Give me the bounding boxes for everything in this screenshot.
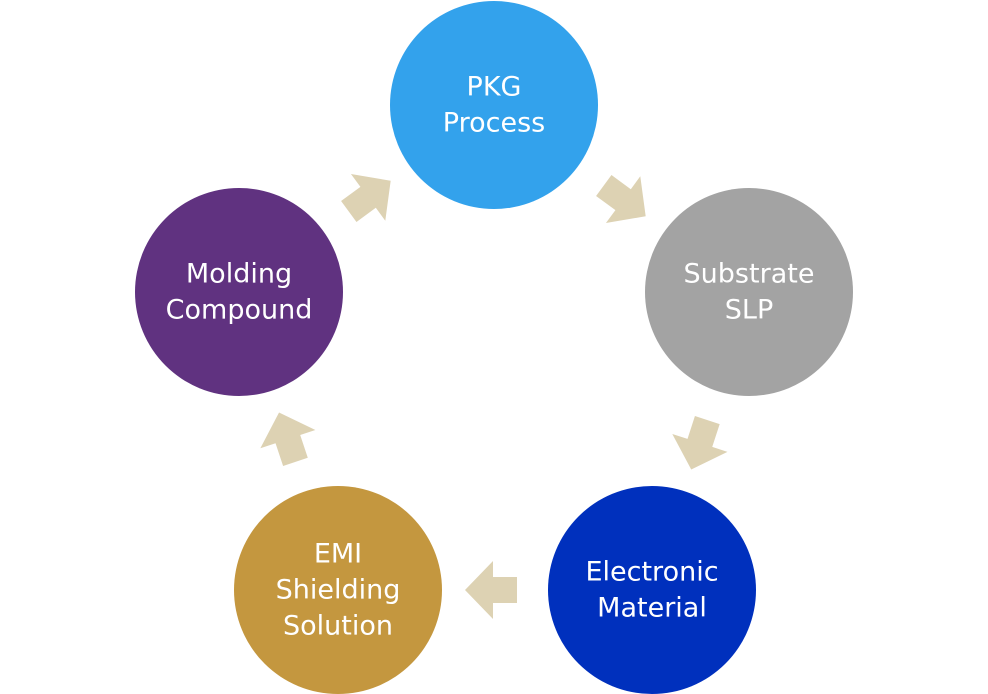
node-circle [390, 1, 598, 209]
arrow-icon [341, 173, 391, 223]
arrow-icon [596, 174, 646, 224]
node-circle [234, 486, 442, 694]
node-label-line: Process [443, 108, 545, 139]
node-label-line: Shielding [276, 575, 401, 606]
node-circle [548, 486, 756, 694]
node-label-line: Solution [283, 611, 393, 642]
arrow-icon [260, 412, 316, 466]
node-label-line: Molding [186, 259, 292, 290]
arrow-icon [465, 561, 517, 619]
node-pkg-process: PKG Process [390, 1, 598, 209]
node-label-line: Compound [166, 295, 313, 326]
node-label-line: SLP [725, 295, 773, 326]
node-label-line: Material [597, 593, 707, 624]
arrow-icon [672, 416, 728, 470]
node-circle [135, 188, 343, 396]
node-label-line: PKG [467, 72, 522, 103]
arrows-layer [260, 173, 728, 619]
node-label-line: Substrate [684, 259, 815, 290]
node-label-line: Electronic [585, 557, 718, 588]
node-circle [645, 188, 853, 396]
node-label-line: EMI [314, 539, 362, 570]
